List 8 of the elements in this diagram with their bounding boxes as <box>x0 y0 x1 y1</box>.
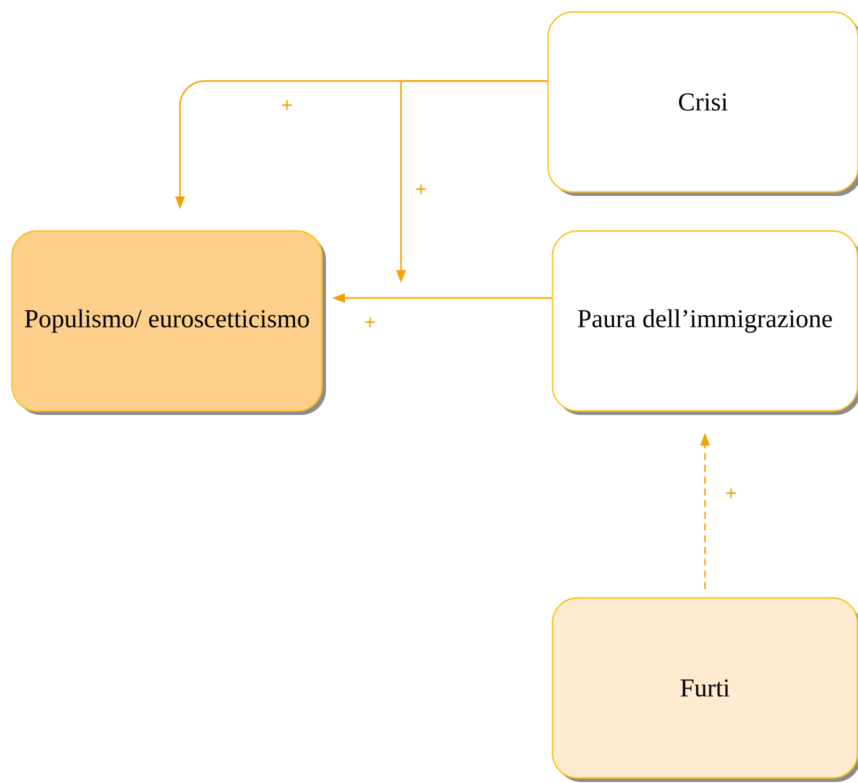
edge-label: + <box>280 99 294 113</box>
process-box: Crisi <box>547 11 858 196</box>
edge-label: + <box>724 487 738 501</box>
process-box: Populismo/ euroscetticismo <box>11 230 326 415</box>
process-box: Furti <box>552 597 858 782</box>
edge-label: + <box>414 183 428 197</box>
edge-label: + <box>363 316 377 330</box>
process-box: Paura dell’immigrazione <box>552 230 858 415</box>
